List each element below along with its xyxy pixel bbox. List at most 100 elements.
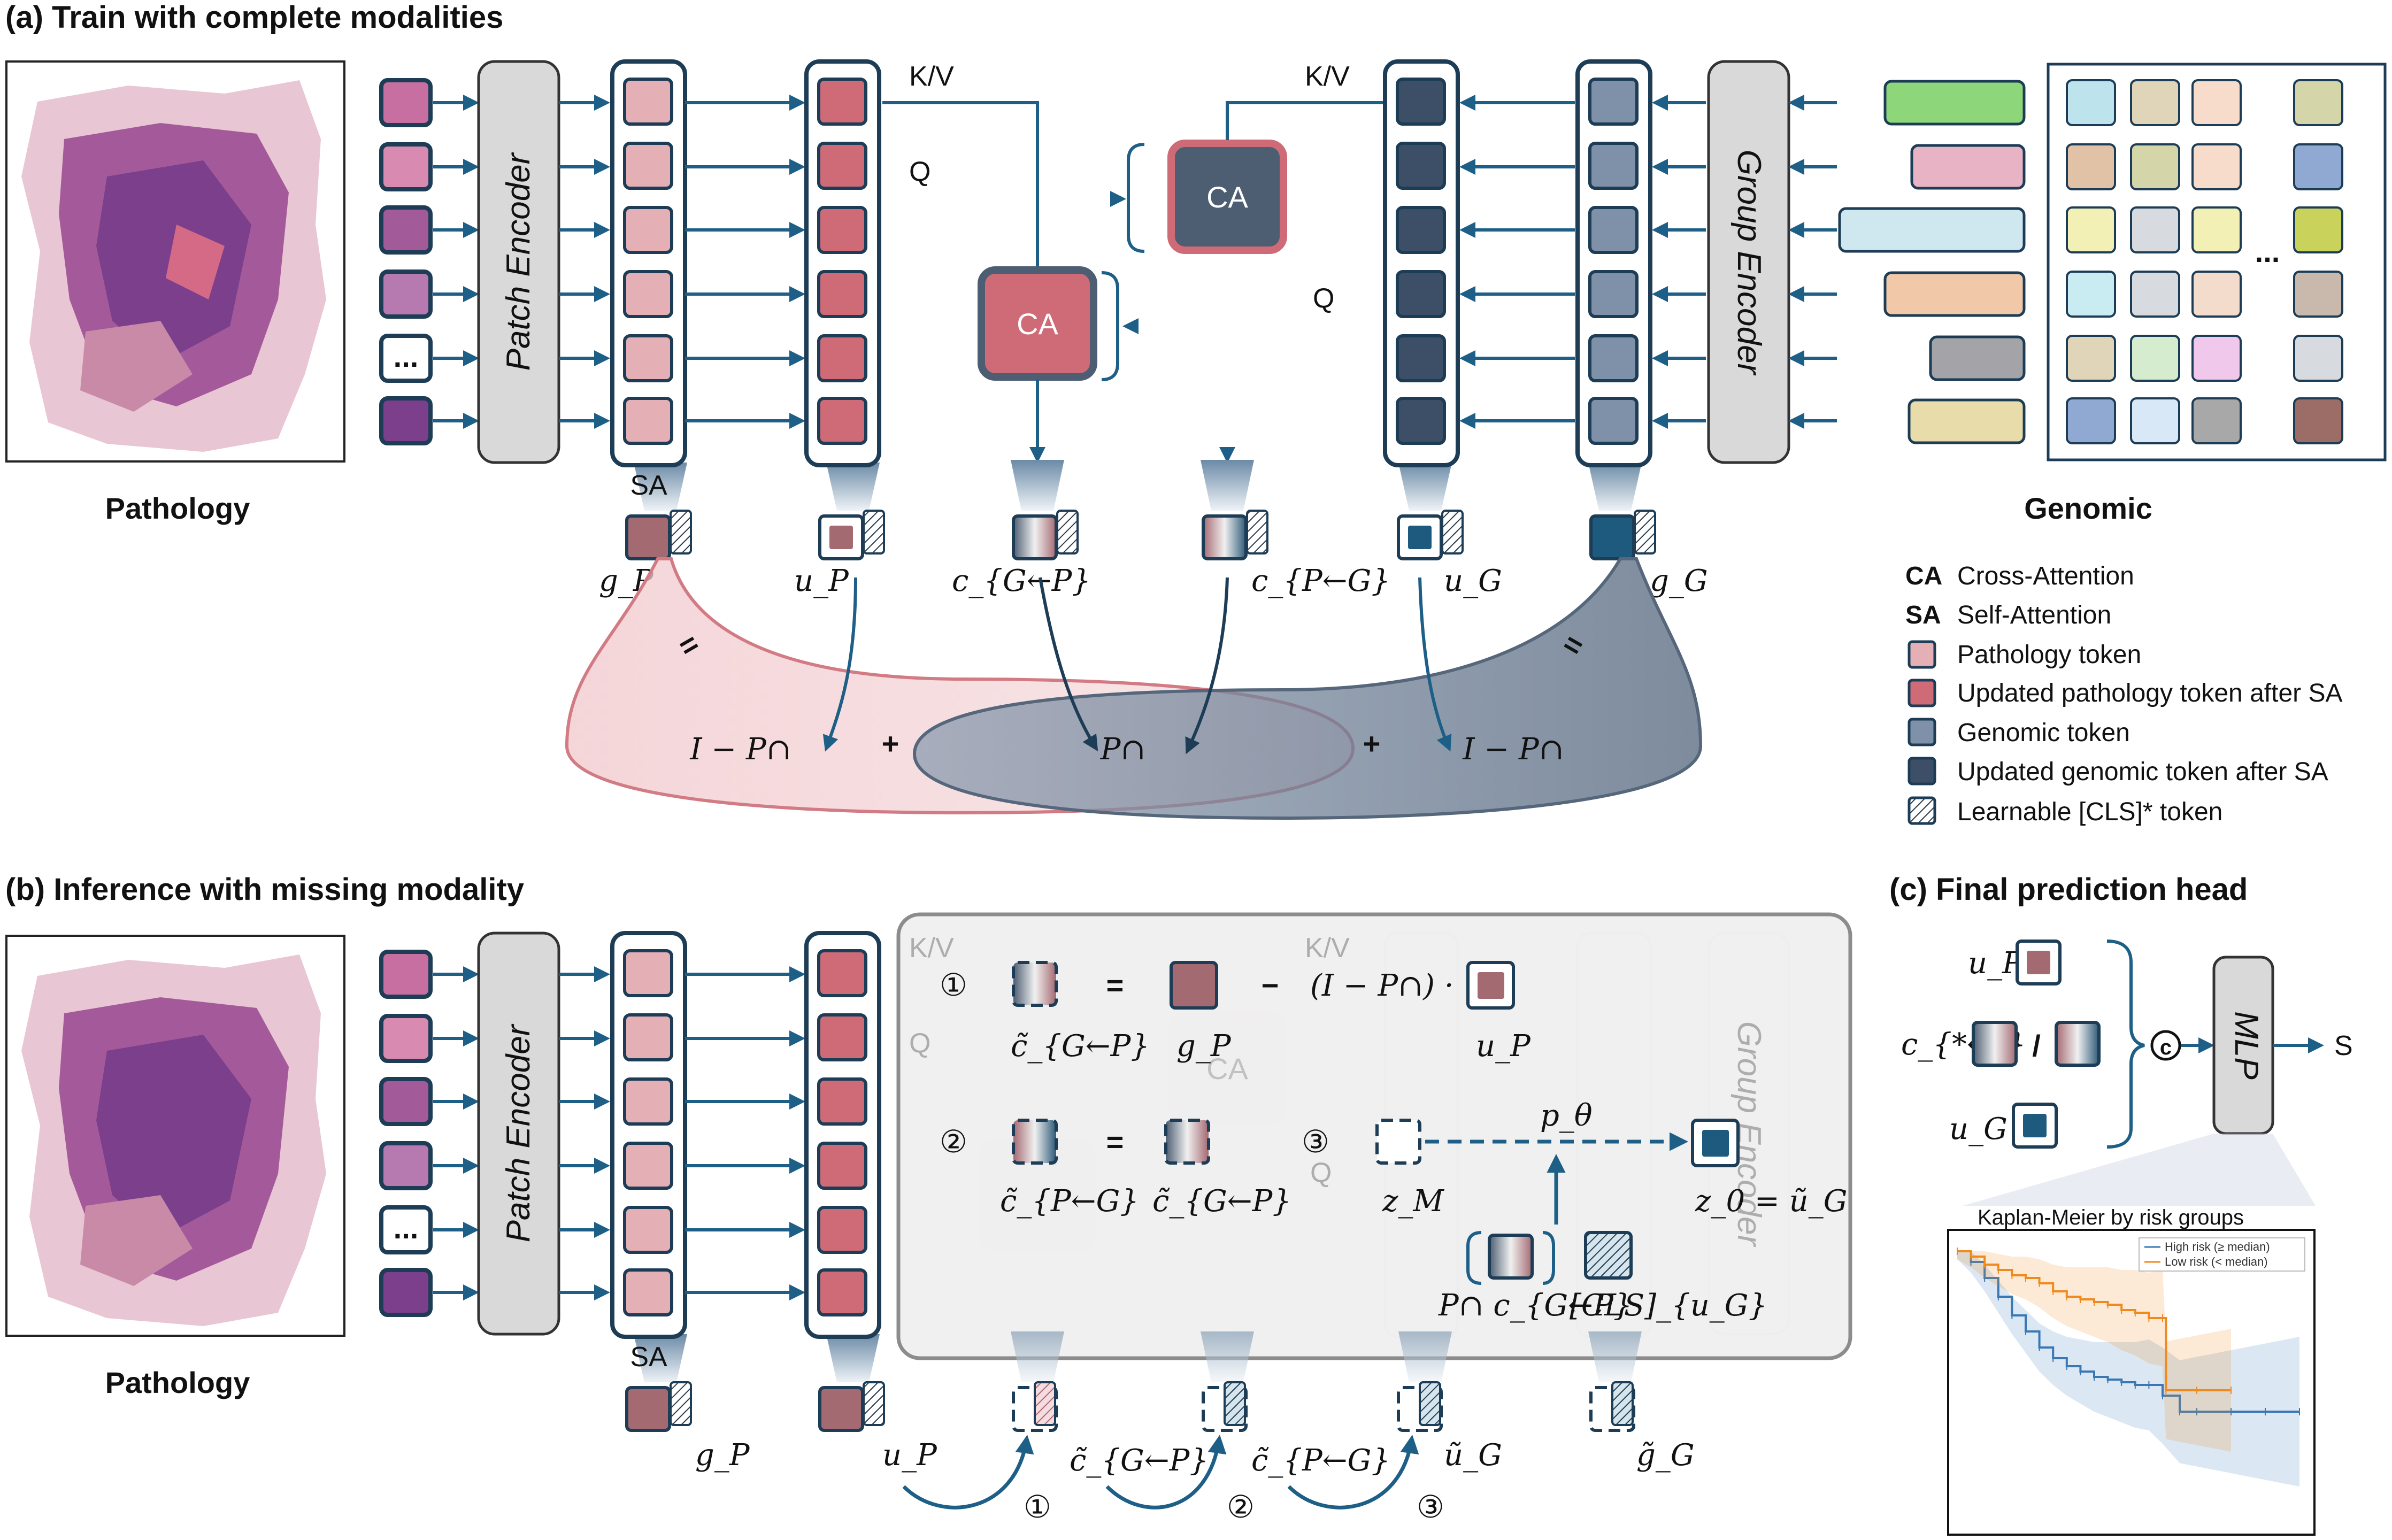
patch-thumbnails-b: ... xyxy=(379,950,433,1317)
bottom-token-cGP xyxy=(1012,1381,1058,1432)
ca-bottom-label: CA xyxy=(1017,307,1058,341)
kv-right-line xyxy=(1226,101,1385,140)
token-uG xyxy=(1397,510,1464,560)
head-bracket xyxy=(2106,940,2145,1149)
token-gG xyxy=(1589,510,1656,560)
step1-ctilde-GP xyxy=(1012,961,1058,1007)
bottom-token-cPG xyxy=(1202,1381,1248,1432)
km-legend-low: Low risk (< median) xyxy=(2165,1255,2268,1268)
legend-item-3: Genomic token xyxy=(1957,719,2130,747)
bottom-gG-label: g̃_G xyxy=(1636,1438,1695,1473)
bottom-funnels xyxy=(1011,1331,1642,1382)
projection-region xyxy=(565,557,1703,820)
legend-sa-abbr: SA xyxy=(1905,601,1941,629)
cond-cls-label: [CLS]_{u_G} xyxy=(1570,1288,1767,1323)
patch-encoder-label: Patch Encoder xyxy=(500,152,537,371)
legend-ca-abbr: CA xyxy=(1905,562,1942,590)
proj-right-label: I − P∩ xyxy=(1462,732,1564,767)
step1-curve xyxy=(902,1435,1034,1510)
step2-ctilde-GP-label: c̃_{G←P} xyxy=(1152,1184,1291,1219)
step3-z0-label: z_0 = ũ_G xyxy=(1695,1184,1847,1219)
ghost-q-right: Q xyxy=(1310,1157,1332,1188)
token-cGP xyxy=(1011,460,1079,560)
token-uP xyxy=(818,510,885,560)
step1-uP-token xyxy=(1466,961,1515,1010)
group-encoder-block xyxy=(1707,60,1790,464)
mlp-label: MLP xyxy=(2228,1011,2265,1079)
updated-genomic-column xyxy=(1383,59,1460,511)
bottom-uG-label: ũ_G xyxy=(1444,1438,1502,1473)
legend-ca-text: Cross-Attention xyxy=(1957,562,2134,590)
cPG-to-proj xyxy=(1185,577,1229,754)
token-gP xyxy=(625,510,692,560)
legend-item-4: Updated genomic token after SA xyxy=(1957,758,2328,786)
pathology-slide-image-b xyxy=(5,935,345,1337)
step3-marker: ③ xyxy=(1302,1123,1329,1160)
cGP-to-proj xyxy=(1039,577,1098,752)
ca-top-block xyxy=(1167,140,1287,254)
arrows-groups-encoder xyxy=(1788,95,1837,429)
head-uG-label: u_G xyxy=(1949,1112,2008,1146)
legend-sa-text: Self-Attention xyxy=(1957,601,2111,629)
output-label: S xyxy=(2334,1030,2353,1061)
arrows-col1-col2-b xyxy=(685,966,805,1300)
genomic-matrix: ... xyxy=(2047,63,2387,461)
token-cPG-label: c_{P←G} xyxy=(1251,564,1390,598)
bottom-step2: ② xyxy=(1227,1489,1255,1525)
ca-bottom-bracket xyxy=(1101,271,1119,381)
step1-gP-label: g_P xyxy=(1176,1029,1232,1064)
ghost-ca: CA xyxy=(1206,1052,1248,1085)
token-uP-label: u_P xyxy=(794,564,849,598)
step2-ctilde-PG xyxy=(1012,1119,1058,1165)
bottom-cGP-label: c̃_{G←P} xyxy=(1070,1443,1209,1478)
updated-pathology-column xyxy=(804,59,881,511)
panel-c-title: (c) Final prediction head xyxy=(1889,872,2248,907)
arrows-col4-col3 xyxy=(1459,95,1575,429)
step2-equals: = xyxy=(1106,1125,1124,1159)
proj-mid-label: P∩ xyxy=(1100,732,1146,767)
step1-proj: (I − P∩) · xyxy=(1310,968,1454,1003)
patch-thumbnails-a: ... xyxy=(379,78,433,445)
arrows-thumbs-encoder-b xyxy=(433,966,479,1300)
kv-left-label: K/V xyxy=(909,61,954,92)
ghost-kv-right: K/V xyxy=(1305,933,1350,964)
arrows-col1-col2 xyxy=(685,95,805,429)
legend-item-2: Updated pathology token after SA xyxy=(1957,679,2343,707)
plus-right: + xyxy=(1363,727,1381,760)
bottom-token-gG xyxy=(1589,1381,1635,1432)
bottom-step1: ① xyxy=(1024,1489,1051,1525)
q-right-label: Q xyxy=(1313,283,1334,314)
bottom-token-uG xyxy=(1397,1381,1443,1432)
km-plot-area xyxy=(1957,1248,2300,1487)
step2-ctilde-PG-label: c̃_{P←G} xyxy=(1000,1184,1139,1219)
patch-encoder-block-b xyxy=(477,931,560,1336)
pathology-token-column xyxy=(610,59,687,511)
legend-item-1: Pathology token xyxy=(1957,641,2141,669)
patch-ellipsis: ... xyxy=(394,340,419,373)
head-cPG-token xyxy=(2055,1021,2101,1067)
step3-z0-token xyxy=(1691,1119,1740,1167)
panel-a-title: (a) Train with complete modalities xyxy=(5,0,503,35)
cond-pc-label: P∩ c_{G←P} xyxy=(1438,1288,1632,1323)
step3-zM-label: z_M xyxy=(1382,1184,1445,1219)
sa-label-a: SA xyxy=(630,470,667,501)
head-uG-token xyxy=(2012,1103,2058,1149)
step1-marker: ① xyxy=(940,967,967,1003)
head-uP-token xyxy=(2016,940,2062,985)
step2-curve xyxy=(1105,1435,1227,1510)
km-zoom xyxy=(1963,1134,2316,1206)
arrows-encoder-col4 xyxy=(1652,95,1706,429)
token-gP-b xyxy=(625,1381,692,1432)
step3-zM-token xyxy=(1375,1119,1421,1165)
token-cPG xyxy=(1201,460,1268,560)
km-chart: Kaplan-Meier by risk groups High risk (≥… xyxy=(1947,1206,2316,1536)
cond-bracket-left xyxy=(1466,1231,1482,1285)
head-cGP-token xyxy=(1972,1021,2018,1067)
bottom-step3: ③ xyxy=(1417,1489,1444,1525)
step1-uP-label: u_P xyxy=(1476,1029,1531,1064)
arrows-encoder-col1-b xyxy=(559,966,610,1300)
km-band-1 xyxy=(1957,1251,2231,1452)
step1-equals: = xyxy=(1106,968,1124,1002)
token-uG-label: u_G xyxy=(1444,564,1502,598)
step1-gP-token xyxy=(1170,961,1218,1010)
